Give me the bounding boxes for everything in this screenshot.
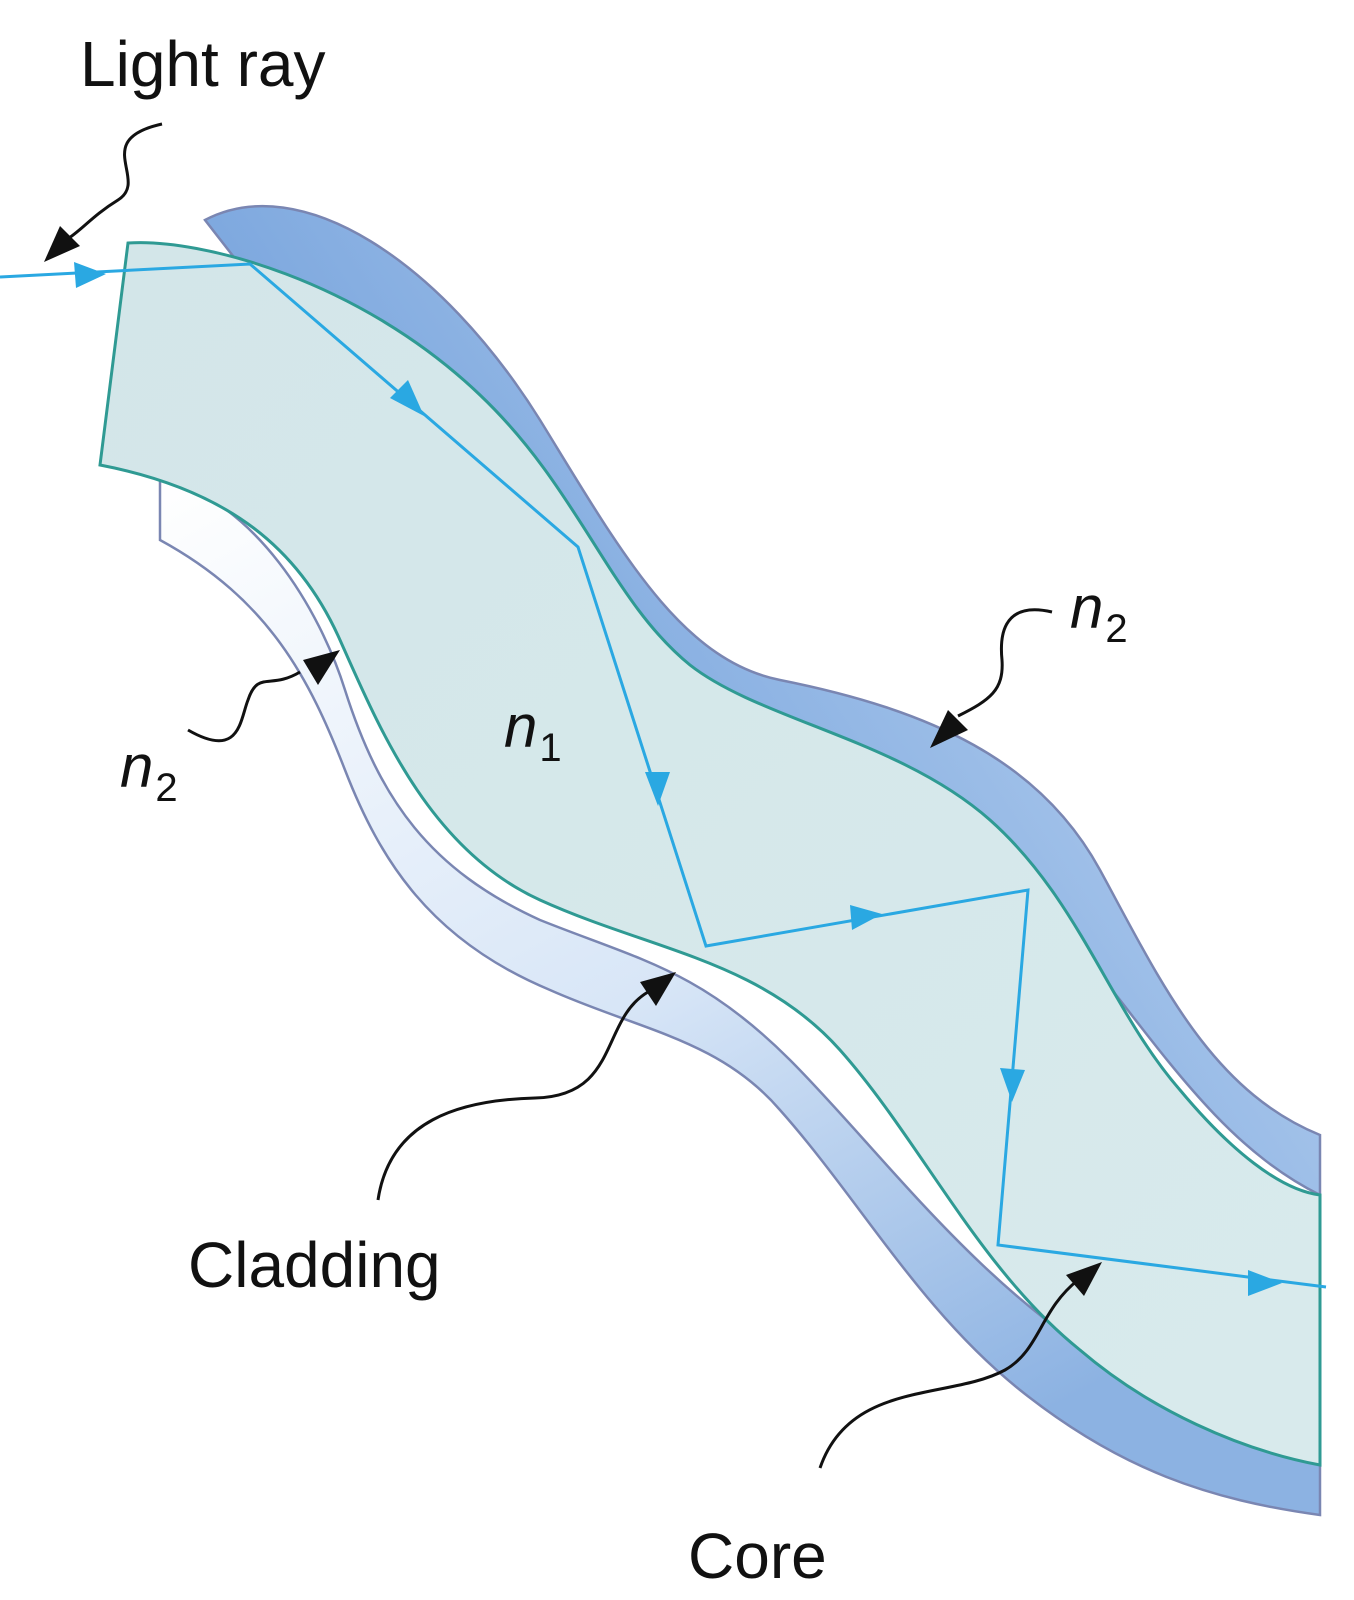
ray-arrow-2	[390, 380, 424, 416]
ray-arrow-5	[1000, 1068, 1025, 1102]
n2-left-arrowhead	[303, 650, 340, 685]
light-ray-label: Light ray	[80, 28, 325, 100]
label-pointers	[65, 122, 1079, 1469]
light-ray-arrowhead	[44, 226, 80, 262]
fiber-core	[98, 241, 1322, 1467]
ray-arrow-6	[1248, 1270, 1282, 1296]
n2-right-arrowhead	[930, 710, 968, 748]
n2-left-pointer	[187, 670, 301, 743]
ray-direction-arrows	[74, 262, 1282, 1296]
light-ray-pointer	[65, 122, 163, 242]
n2-right-pointer	[957, 608, 1053, 718]
n1-symbol: n1	[504, 693, 562, 770]
cladding-arrowhead	[640, 972, 676, 1006]
core-pointer	[818, 1278, 1079, 1469]
core-arrowhead	[1066, 1262, 1102, 1296]
ray-arrow-1	[74, 262, 106, 288]
light-ray-path	[0, 262, 1327, 1289]
pointer-arrowheads	[44, 226, 1102, 1296]
n2-left-symbol: n2	[120, 733, 178, 810]
cladding-pointer	[376, 990, 649, 1201]
ray-arrow-3	[645, 772, 670, 806]
n2-right-symbol: n2	[1070, 574, 1128, 651]
core-label: Core	[688, 1520, 827, 1592]
cladding-label: Cladding	[188, 1229, 441, 1301]
ray-arrow-4	[850, 905, 882, 930]
cladding-lower	[158, 476, 1322, 1517]
